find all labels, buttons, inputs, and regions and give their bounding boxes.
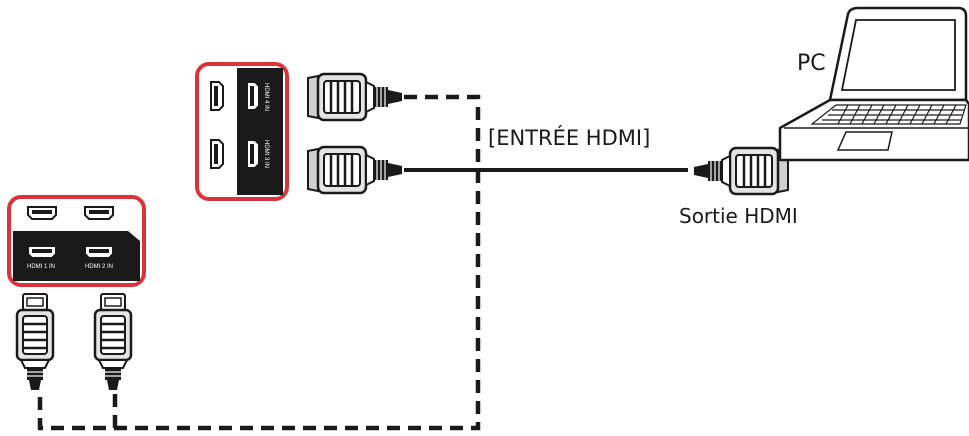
- hdmi-port-icon: [246, 139, 260, 169]
- hdmi-port-icon: [27, 206, 57, 220]
- hdmi-port-icon: [210, 139, 224, 169]
- hdmi-port-icon: [27, 245, 57, 259]
- port-label-hdmi3: HDMI 3 IN: [263, 140, 269, 168]
- laptop-icon: [778, 6, 969, 162]
- hdmi-input-label: [ENTRÉE HDMI]: [488, 126, 651, 150]
- hdmi-output-label: Sortie HDMI: [679, 204, 798, 228]
- hdmi-port-icon: [246, 81, 260, 111]
- hdmi-plug-icon: [15, 292, 55, 392]
- hdmi-plug-icon: [93, 292, 133, 392]
- port-label-hdmi2: HDMI 2 IN: [85, 264, 113, 270]
- hdmi-port-icon: [84, 245, 114, 259]
- hdmi-plug-icon: [692, 146, 790, 196]
- pc-label: PC: [797, 51, 826, 76]
- display-panel-top: HDMI 4 IN HDMI 3 IN: [195, 62, 289, 201]
- hdmi-plug-icon: [306, 72, 404, 122]
- hdmi-port-icon: [84, 206, 114, 220]
- display-panel-bottom: HDMI 1 IN HDMI 2 IN: [7, 195, 146, 287]
- port-label-hdmi4: HDMI 4 IN: [263, 83, 269, 111]
- dashed-hdmi-cable: [37, 94, 481, 431]
- hdmi-plug-icon: [306, 145, 404, 195]
- port-label-hdmi1: HDMI 1 IN: [27, 264, 55, 270]
- hdmi-port-icon: [210, 81, 224, 111]
